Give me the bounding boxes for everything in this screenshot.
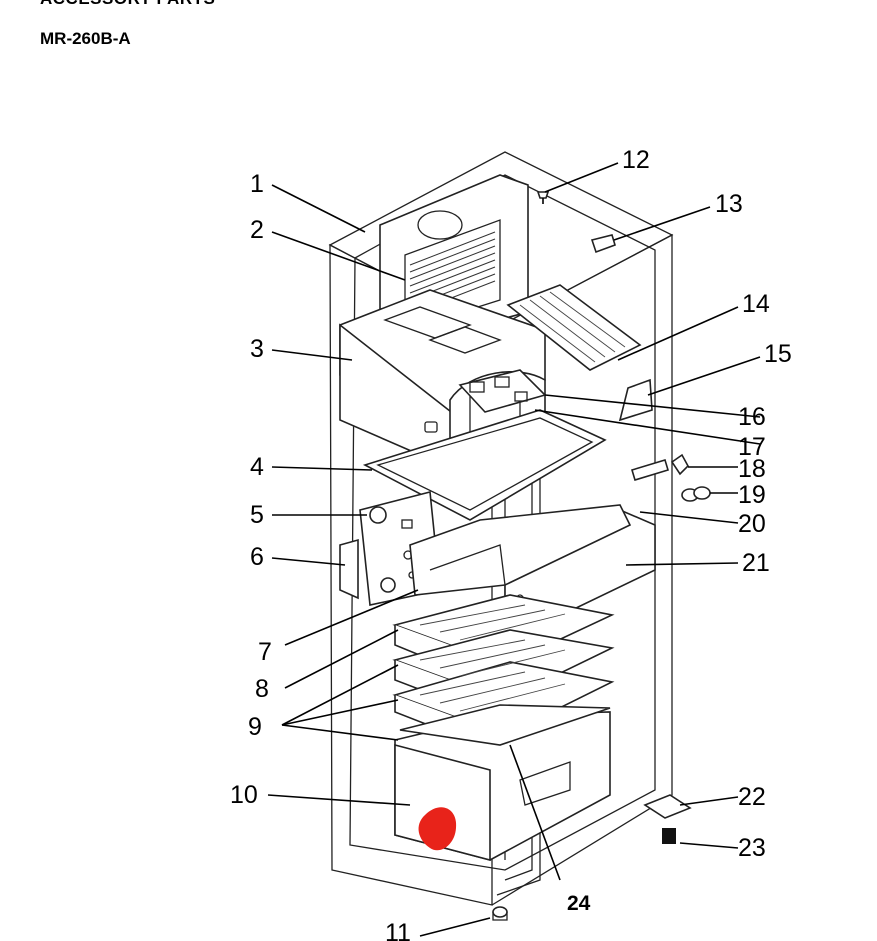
callout-16: 16 xyxy=(738,403,766,431)
callout-1: 1 xyxy=(250,170,264,198)
callout-17: 17 xyxy=(738,433,766,461)
callout-9: 9 xyxy=(248,713,262,741)
callout-labels: 1 2 3 4 5 6 7 8 9 10 11 12 13 14 15 16 1… xyxy=(230,146,792,941)
callout-8: 8 xyxy=(255,675,269,703)
model-number: MR-260B-A xyxy=(40,29,131,48)
spring-part xyxy=(681,486,711,502)
callout-2: 2 xyxy=(250,216,264,244)
door-stop-part xyxy=(631,459,669,481)
freezer-shelf xyxy=(506,284,642,371)
callout-21: 21 xyxy=(742,549,770,577)
section-title: ACCESSORY PARTS xyxy=(40,0,215,9)
callout-23: 23 xyxy=(738,834,766,862)
callout-20: 20 xyxy=(738,510,766,538)
callout-5: 5 xyxy=(250,501,264,529)
highlight-mark xyxy=(418,807,457,851)
callout-19: 19 xyxy=(738,481,766,509)
foot-cap xyxy=(492,906,508,921)
lower-hinge xyxy=(643,794,692,819)
callout-12: 12 xyxy=(622,146,650,174)
callout-6: 6 xyxy=(250,543,264,571)
callout-18: 18 xyxy=(738,455,766,483)
callout-11: 11 xyxy=(385,919,411,941)
leader-lines xyxy=(267,162,761,937)
hinge-pin xyxy=(662,828,676,844)
thermostat-assembly xyxy=(458,369,547,413)
callout-15: 15 xyxy=(764,340,792,368)
shelf-bracket xyxy=(618,378,653,422)
hinge-part xyxy=(590,234,616,254)
callout-14: 14 xyxy=(742,290,770,318)
callout-7: 7 xyxy=(258,638,272,666)
callout-4: 4 xyxy=(250,453,264,481)
callout-22: 22 xyxy=(738,783,766,811)
screw-part xyxy=(536,191,550,204)
door-shelf-upper xyxy=(409,504,632,596)
callout-24: 24 xyxy=(567,892,591,915)
bushing-part xyxy=(670,453,689,476)
callout-3: 3 xyxy=(250,335,264,363)
callout-13: 13 xyxy=(715,190,743,218)
callout-10: 10 xyxy=(230,781,258,809)
